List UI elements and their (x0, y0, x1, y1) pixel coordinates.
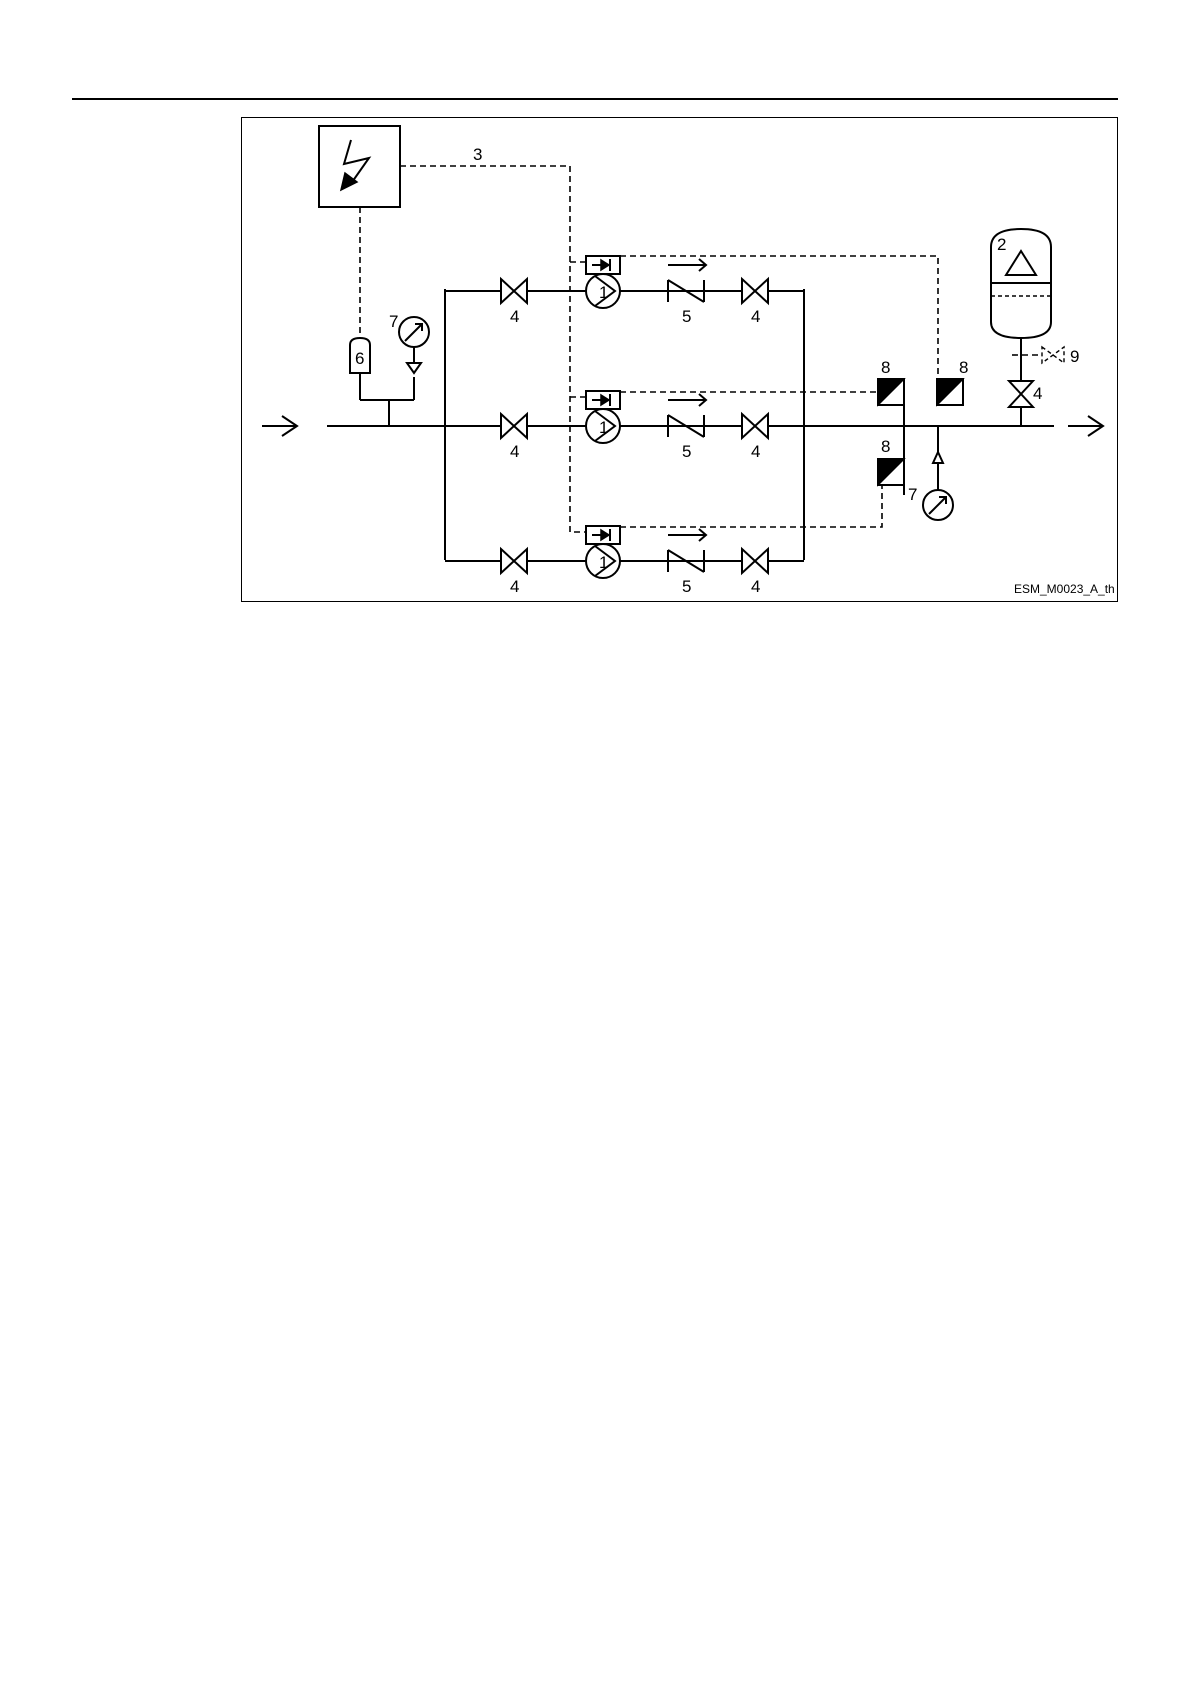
label-control-line: 3 (473, 145, 482, 164)
pressure-switch-single (937, 379, 963, 405)
label-switch: 8 (881, 437, 890, 456)
gauge-icon (923, 426, 953, 520)
label-tank: 2 (997, 235, 1006, 254)
label-valve: 4 (510, 577, 519, 596)
item-labels: 1 1 1 2 3 4 4 4 4 4 4 4 5 5 5 6 7 7 8 8 … (355, 145, 1079, 596)
label-valve: 4 (751, 442, 760, 461)
label-pump: 1 (599, 418, 608, 437)
figure-id: ESM_M0023_A_th (1014, 582, 1115, 596)
control-lines (360, 166, 1042, 532)
label-gauge: 7 (908, 485, 917, 504)
label-pump: 1 (599, 553, 608, 572)
drain-valve (1042, 347, 1064, 363)
control-unit (319, 126, 400, 207)
label-pump: 1 (599, 283, 608, 302)
label-switch: 8 (881, 358, 890, 377)
label-low-water: 6 (355, 349, 364, 368)
label-check-valve: 5 (682, 307, 691, 326)
pump-branch-top (445, 256, 804, 308)
label-drain: 9 (1070, 347, 1079, 366)
label-valve: 4 (1033, 384, 1042, 403)
gauge-icon (399, 317, 429, 373)
inlet-arrow (262, 416, 297, 436)
label-valve: 4 (751, 577, 760, 596)
label-valve: 4 (751, 307, 760, 326)
label-check-valve: 5 (682, 442, 691, 461)
label-valve: 4 (510, 442, 519, 461)
pump-branch-bottom (445, 526, 804, 578)
pump-branch-middle (445, 391, 804, 443)
label-check-valve: 5 (682, 577, 691, 596)
label-valve: 4 (510, 307, 519, 326)
outlet-arrow (1068, 416, 1103, 436)
label-gauge: 7 (389, 312, 398, 331)
label-switch: 8 (959, 358, 968, 377)
